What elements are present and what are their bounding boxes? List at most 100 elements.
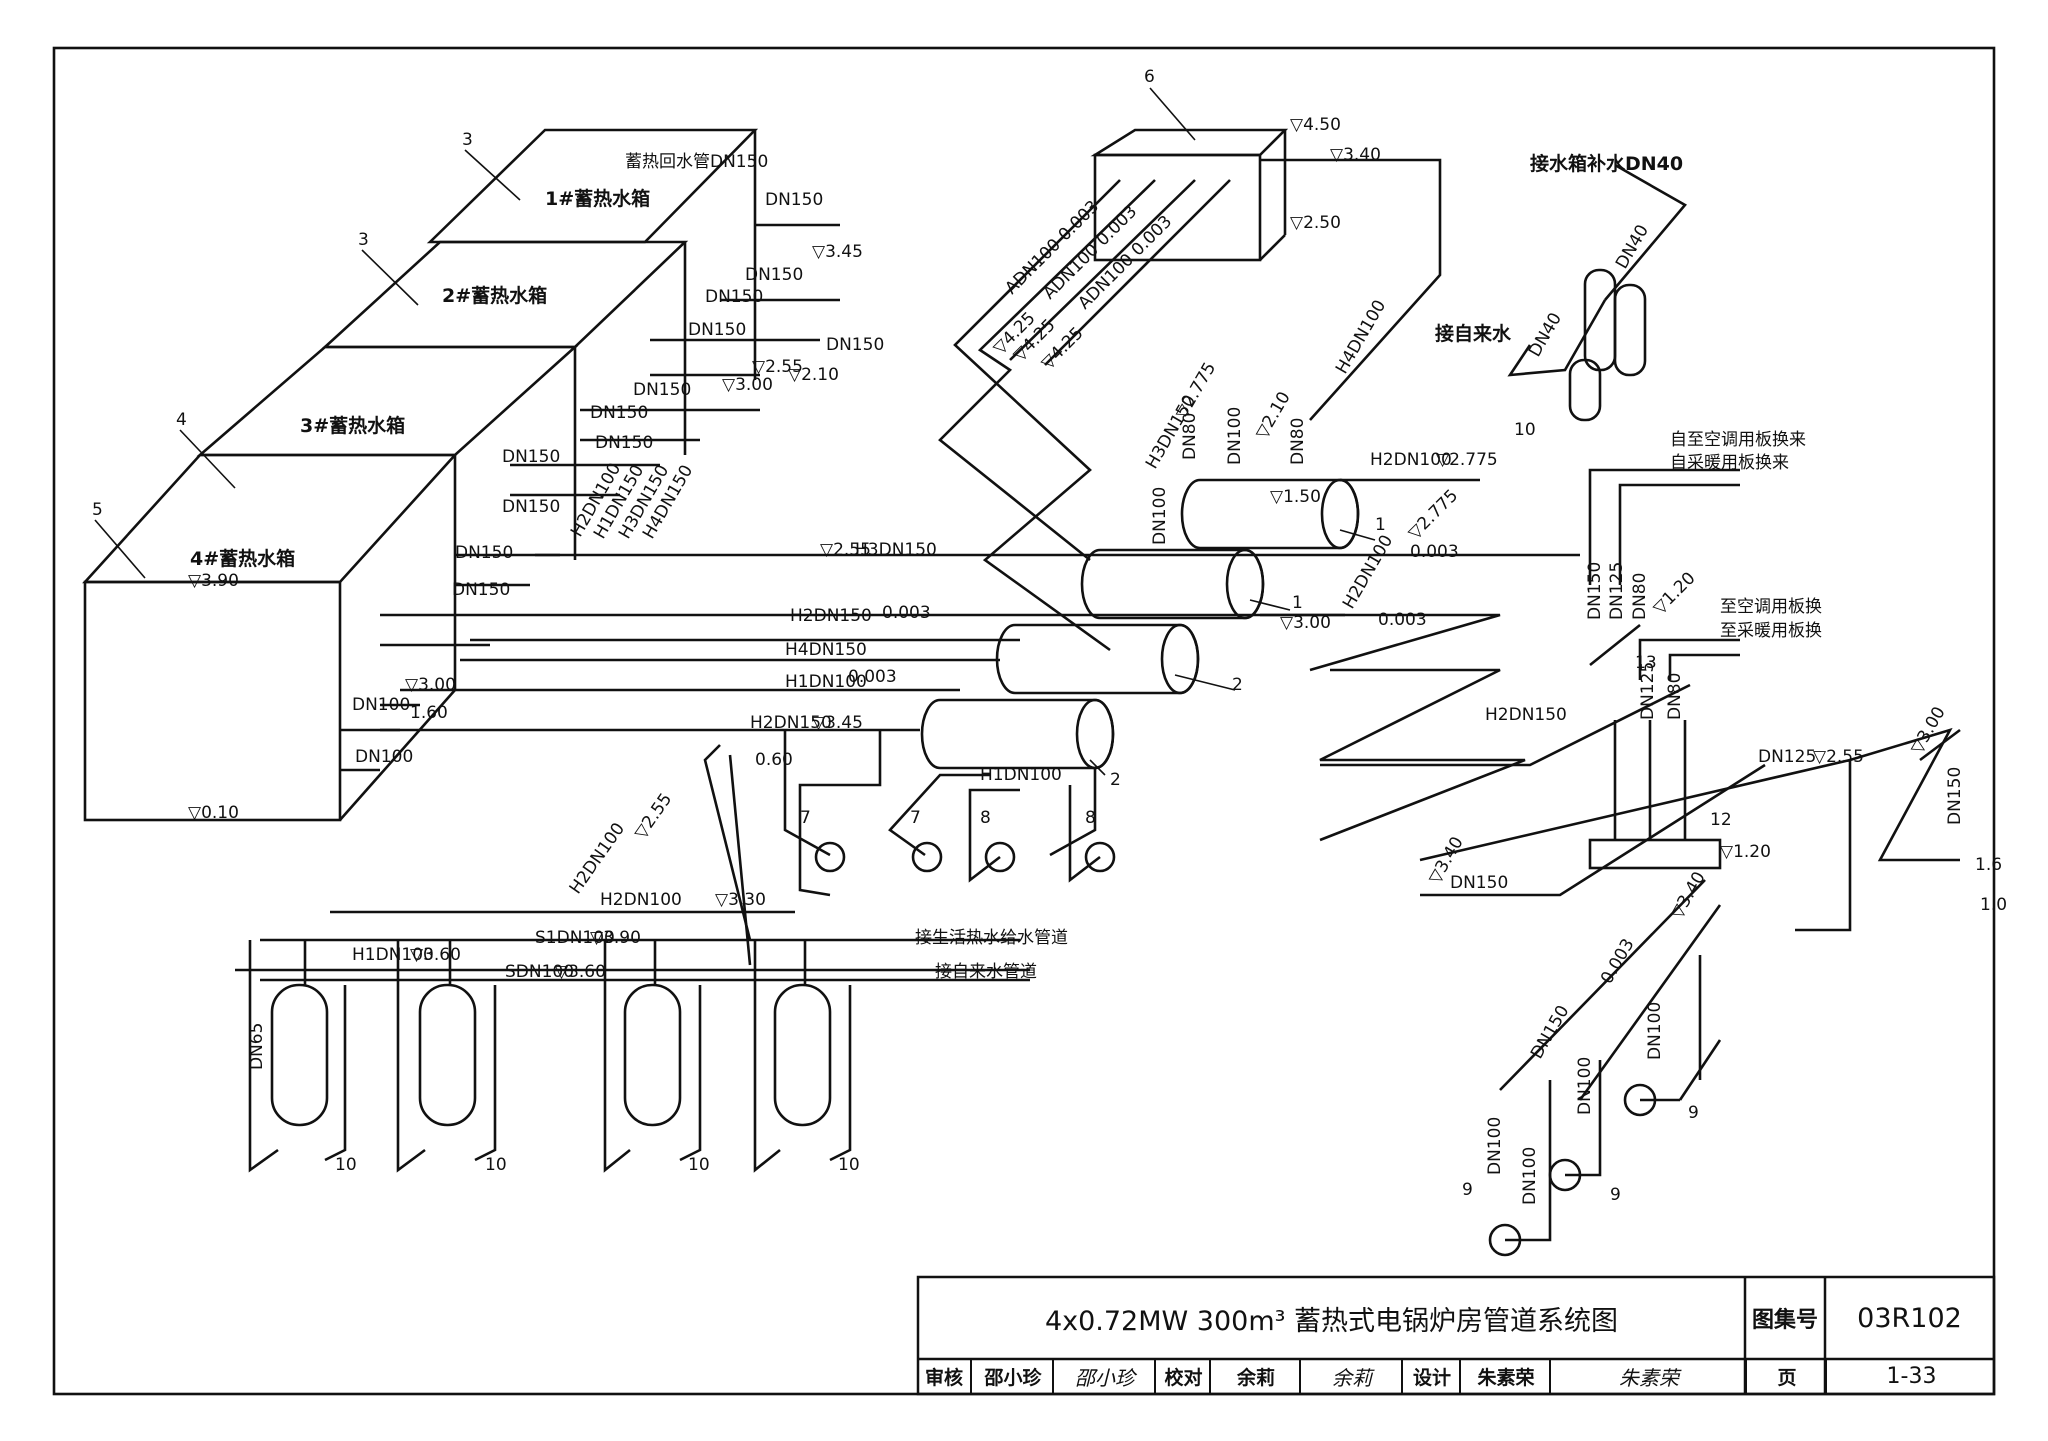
elev-345a: ▽3.45 <box>812 242 863 262</box>
elev-300b: ▽3.00 <box>1280 613 1331 633</box>
elev-250: ▽2.50 <box>1290 213 1341 233</box>
callout-1b: 1 <box>1292 593 1303 613</box>
atlas-number: 03R102 <box>1857 1302 1962 1334</box>
city-supply-label: 接自来水管道 <box>935 962 1037 982</box>
tank-top-elevation: ▽3.90 <box>188 571 239 591</box>
elev-300c: ▽3.00 <box>405 675 456 695</box>
dn125-rv-top: DN125 <box>1607 562 1627 620</box>
checker-signature: 余莉 <box>1299 1359 1403 1394</box>
hot-supply-label: 接生活热水给水管道 <box>915 928 1068 948</box>
dn100-pump-label-2: DN100 <box>1520 1147 1540 1205</box>
dn100-v-label-1: DN100 <box>1225 407 1245 465</box>
dn100-pump-label-4: DN100 <box>1645 1002 1665 1060</box>
h4dn150-main-label: H4DN150 <box>785 640 867 660</box>
page-number: 1-33 <box>1825 1359 1996 1394</box>
dn150-right-v-label: DN150 <box>1945 767 1965 825</box>
elev-255c: ▽2.55 <box>1813 747 1864 767</box>
elev-150: ▽1.50 <box>1270 487 1321 507</box>
main-headers <box>380 478 1580 842</box>
dn150-label-4: DN150 <box>688 320 746 340</box>
title-block: 4x0.72MW 300m³ 蓄热式电锅炉房管道系统图 图集号 03R102 审… <box>918 1277 2002 1397</box>
storage-tank-stack <box>82 128 759 822</box>
from-heat-label: 自采暖用板换来 <box>1670 453 1789 473</box>
tank-4-front <box>83 580 342 822</box>
h3dn150-main-label: H3DN150 <box>855 540 937 560</box>
callout-10e: 10 <box>1514 420 1536 440</box>
elev-255b: ▽2.55 <box>820 540 871 560</box>
drawing-border <box>52 46 1996 1396</box>
dn80-rv-top: DN80 <box>1630 573 1650 620</box>
to-heat-label: 至采暖用板换 <box>1720 621 1822 641</box>
designer-name: 朱素荣 <box>1459 1359 1551 1394</box>
tank-1-label: 1#蓄热水箱 <box>545 187 650 210</box>
dn150-low-label: DN150 <box>1527 1002 1573 1062</box>
callout-8b: 8 <box>1085 808 1096 828</box>
elev-300d: ▽3.00 <box>1907 703 1950 757</box>
callout-4: 4 <box>176 410 187 430</box>
designer-signature: 朱素荣 <box>1549 1359 1747 1394</box>
elev-210a: ▽2.10 <box>788 365 839 385</box>
h1dn100-main-label: H1DN100 <box>785 672 867 692</box>
elev-10r: 1.0 <box>1980 895 2007 915</box>
elev-060: 0.60 <box>755 750 793 770</box>
callout-leaders <box>94 87 1196 579</box>
callout-7a: 7 <box>800 808 811 828</box>
s1dn100-label: S1DN100 <box>535 928 615 948</box>
drawing-title: 4x0.72MW 300m³ 蓄热式电锅炉房管道系统图 <box>1044 1305 1619 1337</box>
vessel-callout-leaders <box>1089 529 1376 776</box>
callout-3b: 3 <box>358 230 369 250</box>
elev-390: ▽3.90 <box>590 928 641 948</box>
dn80-label-2: DN80 <box>1288 418 1308 465</box>
tank-1-top <box>426 128 759 244</box>
callout-5: 5 <box>92 500 103 520</box>
expansion-pipes <box>938 158 1442 652</box>
h4dn100-riser-label: H4DN100 <box>1332 297 1390 378</box>
review-label: 审核 <box>924 1367 963 1389</box>
elev-360b: ▽3.60 <box>555 962 606 982</box>
check-label: 校对 <box>1154 1359 1211 1394</box>
dn150-label-11: DN150 <box>455 543 513 563</box>
dn40-label-a: DN40 <box>1612 221 1653 272</box>
makeup-label: 接水箱补水DN40 <box>1530 152 1683 175</box>
tank-nozzles <box>340 223 840 772</box>
callout-7b: 7 <box>910 808 921 828</box>
callout-10a: 10 <box>335 1155 357 1175</box>
h2dn100-diag-label: H2DN100 <box>566 819 629 898</box>
elev-16r: 1.6 <box>1975 855 2002 875</box>
dn150-label-3: DN150 <box>705 287 763 307</box>
dn125-right-label: DN125 <box>1758 747 1816 767</box>
callout-2a: 2 <box>1232 675 1243 695</box>
heater-manifold <box>235 744 1030 982</box>
callout-9c: 9 <box>1688 1103 1699 1123</box>
dn100-pump-label-3: DN100 <box>1575 1057 1595 1115</box>
elev-0003c: 0.003 <box>882 603 931 623</box>
elev-2775b: ▽2.775 <box>1404 486 1462 544</box>
dn40-label-b: DN40 <box>1525 309 1566 360</box>
dn100-label-1: DN100 <box>352 695 410 715</box>
dn100-pump-label-1: DN100 <box>1485 1117 1505 1175</box>
h2dn150-pump-label: H2DN150 <box>750 713 832 733</box>
tank-3-label: 3#蓄热水箱 <box>300 414 405 437</box>
elev-450: ▽4.50 <box>1290 115 1341 135</box>
h1dn100-pump-label: H1DN100 <box>980 765 1062 785</box>
h2dn150-right-label: H2DN150 <box>1485 705 1567 725</box>
callout-9a: 9 <box>1462 1180 1473 1200</box>
callout-9b: 9 <box>1610 1185 1621 1205</box>
dn65-label: DN65 <box>247 1023 267 1070</box>
callout-10b: 10 <box>485 1155 507 1175</box>
h1dn100-bottom-label: H1DN100 <box>352 945 434 965</box>
dn150-label-9: DN150 <box>502 447 560 467</box>
elev-340c: ▽3.40 <box>1667 868 1710 922</box>
callout-1a: 1 <box>1375 515 1386 535</box>
elev-160: 1.60 <box>410 703 448 723</box>
h2dn150-main-label: H2DN150 <box>790 606 872 626</box>
city-water-label: 接自来水 <box>1435 322 1512 345</box>
elev-345b: ▽3.45 <box>812 713 863 733</box>
dn100-v-label-2: DN100 <box>1150 487 1170 545</box>
tank-3-top <box>196 345 579 457</box>
callout-10d: 10 <box>838 1155 860 1175</box>
sdn100-label: SDN100 <box>505 962 574 982</box>
elev-0003a: 0.003 <box>1410 542 1459 562</box>
dn80-v-label: DN80 <box>1665 673 1685 720</box>
dn150-label-6: DN150 <box>633 380 691 400</box>
